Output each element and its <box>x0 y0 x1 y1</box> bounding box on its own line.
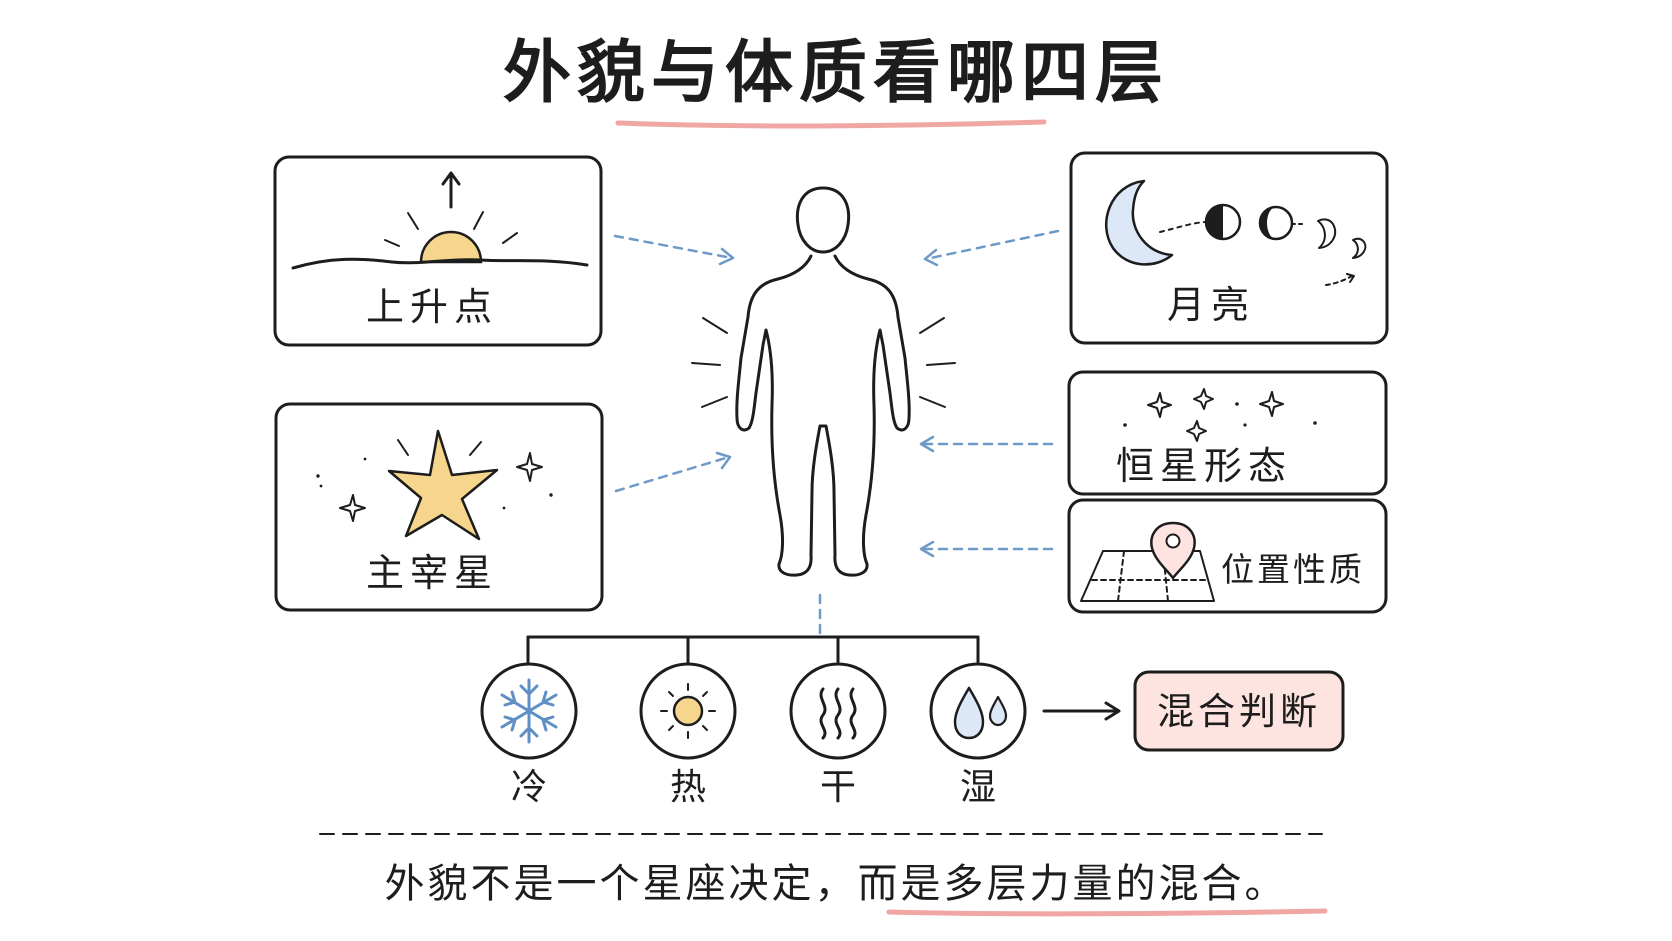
quality-wet: 湿 <box>929 662 1027 808</box>
dry-waves-icon <box>819 687 857 740</box>
snowflake-icon <box>500 678 558 744</box>
ruler-label: 主宰星 <box>366 551 498 595</box>
quality-wet-label: 湿 <box>960 767 996 808</box>
quality-dry: 干 <box>789 662 887 808</box>
quality-cold-label: 冷 <box>511 767 547 808</box>
ascendant-card: 上升点 <box>273 155 603 347</box>
quality-hot-label: 热 <box>670 767 706 808</box>
quality-hot: 热 <box>639 662 737 808</box>
quality-dry-label: 干 <box>820 767 856 808</box>
page-title: 外貌与体质看哪四层 <box>503 34 1169 113</box>
title-underline <box>615 119 1047 129</box>
quality-branches <box>526 635 980 666</box>
arrow-placement <box>919 540 1054 558</box>
constellation-icon <box>1123 388 1317 442</box>
summary-part1: 外貌不是一个星座决定， <box>385 861 858 907</box>
fixed-stars-card: 恒星形态 <box>1067 370 1388 496</box>
human-figure-icon <box>691 186 956 577</box>
moon-card: 月亮 <box>1069 151 1389 345</box>
arrow-fixed-stars <box>919 435 1054 453</box>
ruler-card: 主宰星 <box>274 402 604 612</box>
mixed-judgment-label: 混合判断 <box>1157 690 1321 733</box>
placement-label: 位置性质 <box>1221 550 1365 589</box>
arrow-moon <box>923 229 1060 267</box>
summary-underline <box>886 908 1328 917</box>
map-pin-icon <box>1080 521 1215 602</box>
moon-phases-icon <box>1104 179 1367 286</box>
star-icon <box>316 429 553 541</box>
summary-part2: 而是多层力量的混合。 <box>858 861 1288 907</box>
moon-label: 月亮 <box>1167 283 1255 327</box>
water-drops-icon <box>953 686 1008 740</box>
fixed-stars-label: 恒星形态 <box>1116 444 1292 488</box>
arrow-ruler <box>614 451 732 493</box>
placement-card: 位置性质 <box>1067 498 1388 614</box>
sun-icon <box>660 683 716 739</box>
arrow-to-result <box>1042 701 1121 721</box>
arrow-ascendant <box>613 234 735 266</box>
mixed-judgment-badge: 混合判断 <box>1133 670 1345 752</box>
ascendant-label: 上升点 <box>366 285 498 329</box>
sunrise-icon <box>291 171 589 270</box>
quality-cold: 冷 <box>480 662 578 808</box>
summary-sentence: 外貌不是一个星座决定，而是多层力量的混合。 <box>385 861 1288 907</box>
